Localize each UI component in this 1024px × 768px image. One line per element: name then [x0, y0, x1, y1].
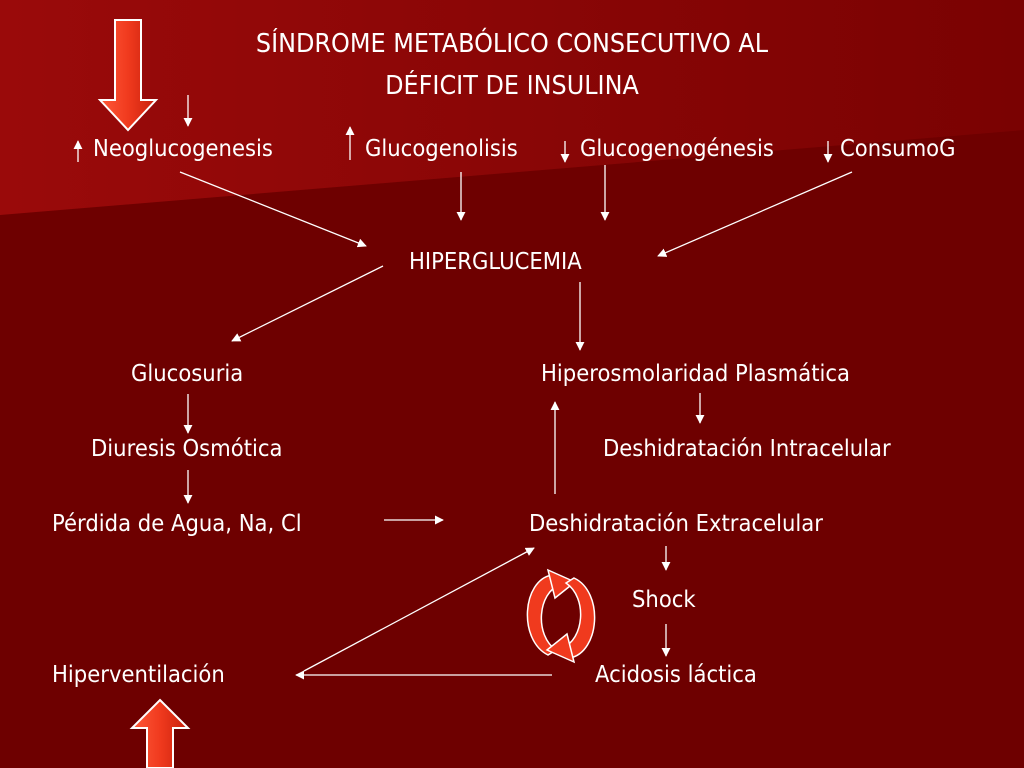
node-deshidratacion-intracelular: Deshidratación Intracelular [603, 436, 891, 462]
big-up-arrow-icon [129, 698, 191, 768]
slide-title-line-1: SÍNDROME METABÓLICO CONSECUTIVO AL [255, 29, 769, 59]
big-down-arrow-icon [97, 19, 159, 132]
slide-title-line-2: DÉFICIT DE INSULINA [385, 71, 639, 101]
consumo-to-hiper-arrow [657, 171, 853, 257]
node-glucosuria: Glucosuria [131, 361, 244, 387]
node-shock: Shock [632, 587, 696, 613]
node-neoglucogenesis: Neoglucogenesis [93, 136, 273, 162]
node-glucogenogenesis: Glucogenogénesis [580, 136, 774, 162]
hiperventilacion-to-extracelular-arrow [303, 547, 535, 672]
node-deshidratacion-extracelular: Deshidratación Extracelular [529, 511, 823, 537]
neo-to-hiper-arrow [179, 171, 367, 248]
hiper-to-glucosuria-arrow [231, 265, 384, 342]
node-hiperventilacion: Hiperventilación [52, 662, 225, 688]
cycle-arrows-icon [526, 568, 596, 664]
node-hiperosmolaridad: Hiperosmolaridad Plasmática [541, 361, 850, 387]
node-diuresis-osmotica: Diuresis Osmótica [91, 436, 283, 462]
node-glucogenolisis: Glucogenolisis [365, 136, 518, 162]
node-hiperglucemia: HIPERGLUCEMIA [409, 249, 582, 275]
node-consumo-g: ConsumoG [840, 136, 956, 162]
node-acidosis-lactica: Acidosis láctica [595, 662, 757, 688]
node-perdida-agua: Pérdida de Agua, Na, Cl [52, 511, 302, 537]
